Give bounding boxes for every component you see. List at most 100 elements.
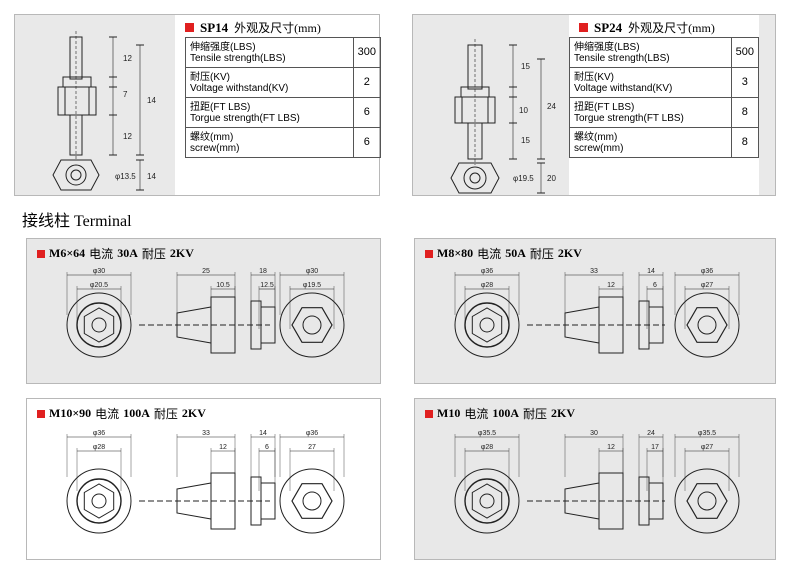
hex-nut [83,307,115,343]
terminal-current: 100A [492,406,520,420]
table-row: 伸缩强度(LBS)Tensile strength(LBS)500 [569,37,760,68]
terminal-flange [598,472,624,530]
sp14-subtitle: 外观及尺寸(mm) [234,21,321,35]
dim-label-d2: φ28 [481,444,493,451]
row-label-cn: 扭距(FT LBS) [190,101,251,113]
hex-nut [471,307,503,343]
spec-panel-sp24: 15 10 24 15 φ19.5 20 SP24 外观及尺寸(mm) 伸缩强度… [412,14,776,196]
row-value: 3 [730,67,760,98]
table-row: 螺纹(mm)screw(mm) 8 [569,127,760,158]
dim-label-d3: φ35.5 [698,430,716,437]
outer-circle [454,292,520,358]
table-row: 伸缩强度(LBS)Tensile strength(LBS)300 [185,37,382,68]
sp24-dim-bot: 15 [521,136,530,145]
row-label-cn: 耐压(KV) [574,71,614,83]
terminal-model: M10 [437,406,461,420]
red-square-icon [37,249,45,258]
row-label-en: Voltage withstand(KV) [574,82,673,94]
terminal-current: 100A [123,406,150,420]
dim-label-d2: φ20.5 [90,282,108,289]
table-row: 螺纹(mm)screw(mm)6 [185,127,382,158]
terminal-flange [210,296,236,354]
bolt-hole [91,493,107,509]
dim-label-l3: 14 [647,268,655,275]
inner-circle [464,478,510,524]
sp24-model: SP24 [594,19,623,35]
cap-body [260,482,276,520]
dim-label-l3: 14 [259,430,267,437]
row-value: 300 [352,37,382,68]
outer-circle [674,468,740,534]
sp14-dim-bot: 12 [123,132,132,141]
dim-label-d4: φ27 [701,444,713,451]
terminal-current-label: 电流 [89,247,114,261]
row-value: 2 [352,67,382,98]
terminal-model: M6×64 [49,246,86,260]
bolt-hole [697,315,717,335]
sp24-spec-table: 伸缩强度(LBS)Tensile strength(LBS)500 耐压(KV)… [569,37,760,158]
row-value: 6 [352,127,382,158]
outer-circle [279,468,345,534]
sp24-subtitle: 外观及尺寸(mm) [628,21,715,35]
section-title: 接线柱 Terminal [22,213,132,230]
cap-body [648,482,664,520]
dim-label-l2: 12 [607,444,615,451]
hex-nut [686,483,728,519]
row-label-cn: 螺纹(mm) [574,131,618,143]
row-label-en: screw(mm) [574,142,624,154]
sp14-table-area: SP14 外观及尺寸(mm) 伸缩强度(LBS)Tensile strength… [175,15,382,195]
sp24-dim-mid2: 24 [547,102,556,111]
sp14-dim-hex: 14 [147,172,156,181]
cap-body [648,306,664,344]
dim-label-l1: 33 [590,268,598,275]
table-row: 扭距(FT LBS)Torgue strength(FT LBS)8 [569,97,760,128]
dim-label-d2: φ28 [93,444,105,451]
red-square-icon [425,409,433,418]
dim-label-l1: 33 [202,430,210,437]
terminal-current: 50A [505,246,526,260]
table-row: 扭距(FT LBS)Torgue strength(FT LBS)6 [185,97,382,128]
sp14-dim-mid: 7 [123,90,128,99]
terminal-current-label: 电流 [464,407,489,421]
terminal-current-label: 电流 [477,247,502,261]
sp14-outline-svg: 12 7 14 12 φ13.5 14 [52,31,156,191]
terminal-title: M10 电流 100A 耐压 2KV [425,405,575,422]
sp24-dim-dia: φ19.5 [513,174,534,183]
terminal-current: 30A [117,246,138,260]
row-value: 500 [730,37,760,68]
dim-label-l4: 17 [651,444,659,451]
sp14-dim-top: 12 [123,54,132,63]
terminal-title: M6×64 电流 30A 耐压 2KV [37,245,194,262]
inner-circle [464,302,510,348]
sp24-dim-top: 15 [521,62,530,71]
row-value: 6 [352,97,382,128]
dim-label-l1: 30 [590,430,598,437]
bolt-hole [479,493,495,509]
bolt-hole [302,315,322,335]
dim-label-l1: 25 [202,268,210,275]
row-label-cn: 螺纹(mm) [190,131,234,143]
inner-circle [76,302,122,348]
sp14-title: SP14 外观及尺寸(mm) [185,19,321,36]
table-row: 耐压(KV)Voltage withstand(KV)2 [185,67,382,98]
outer-circle [674,292,740,358]
dim-label-d4: φ19.5 [303,282,321,289]
sp24-dim-mid: 10 [519,106,528,115]
cap-body [260,306,276,344]
terminal-current-label: 电流 [95,407,120,421]
dim-label-l3: 24 [647,430,655,437]
row-label-cn: 扭距(FT LBS) [574,101,635,113]
terminal-model: M10×90 [49,406,92,420]
sp24-drawing: 15 10 24 15 φ19.5 20 [413,15,573,195]
sp24-table-area: SP24 外观及尺寸(mm) 伸缩强度(LBS)Tensile strength… [569,15,760,195]
sp24-outline-svg: 15 10 24 15 φ19.5 20 [450,39,556,194]
bolt-hole [302,491,322,511]
dim-label-d2: φ28 [481,282,493,289]
row-value: 8 [730,127,760,158]
outer-circle [66,468,132,534]
terminal-model: M8×80 [437,246,474,260]
